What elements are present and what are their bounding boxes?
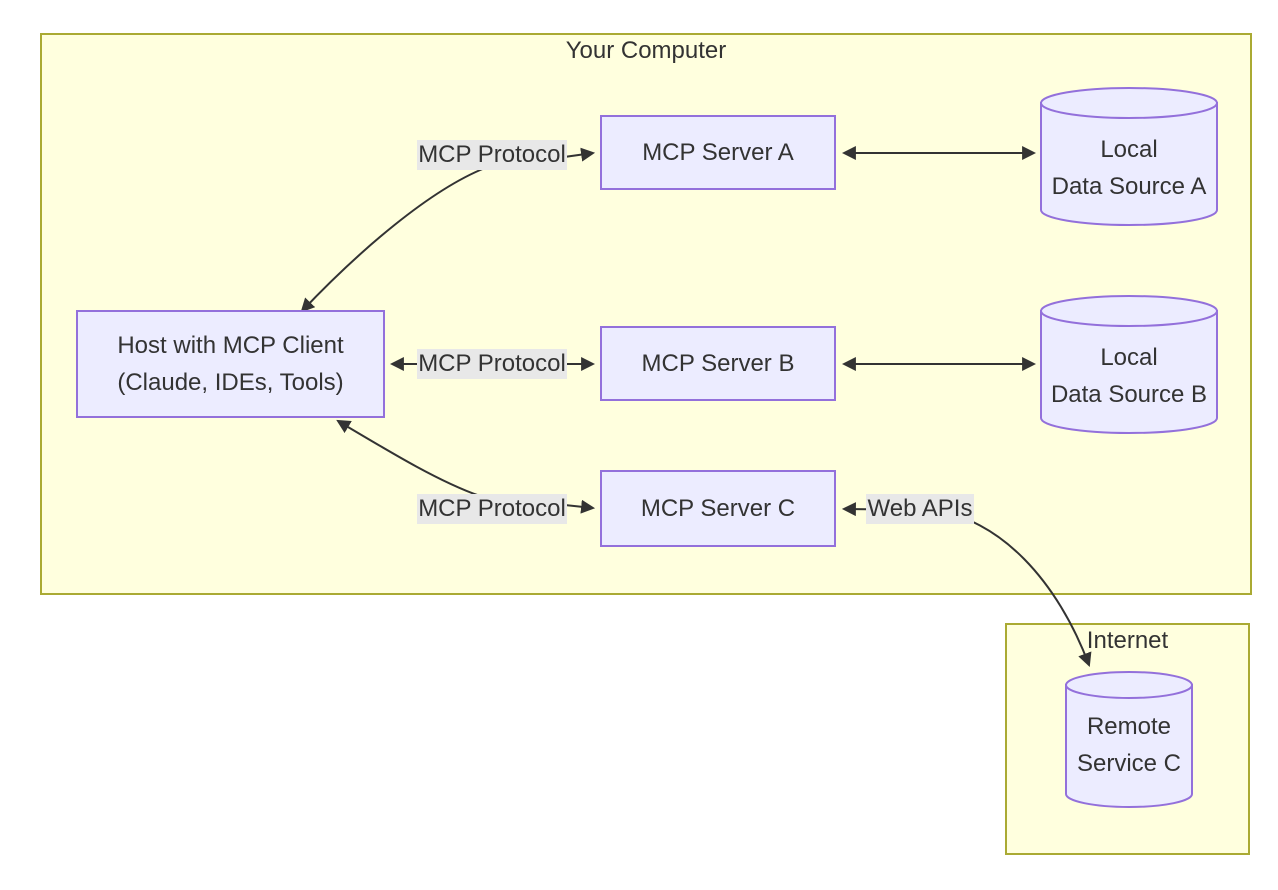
data-source-b-line1: Local	[1100, 343, 1158, 371]
cylinder-body	[1040, 310, 1218, 434]
remote-service-c-line1: Remote	[1086, 713, 1172, 740]
cluster-title-your-computer: Your Computer	[565, 37, 727, 64]
edge-label-web-apis: Web APIs	[866, 494, 974, 524]
node-mcp-server-a: MCP Server A	[600, 115, 836, 190]
node-host-line2: (Claude, IDEs, Tools)	[117, 369, 344, 396]
data-source-a-line2: Data Source A	[1051, 172, 1207, 200]
edge-label-mcp-protocol-c: MCP Protocol	[417, 494, 567, 524]
cluster-title-internet: Internet	[1086, 627, 1169, 654]
cylinder-remote-service-c	[1065, 671, 1193, 808]
node-mcp-server-c: MCP Server C	[600, 470, 836, 547]
cylinder-data-source-a	[1040, 87, 1218, 226]
node-remote-service-c: Remote Service C	[1066, 700, 1192, 790]
node-host-line1: Host with MCP Client	[117, 332, 344, 359]
edge-host-server-a	[300, 147, 596, 313]
cylinder-top	[1065, 671, 1193, 699]
data-source-a-line1: Local	[1100, 135, 1158, 163]
remote-service-c-line2: Service C	[1076, 750, 1182, 777]
node-mcp-server-b: MCP Server B	[600, 326, 836, 401]
node-mcp-server-b-label: MCP Server B	[641, 350, 795, 377]
cylinder-top	[1040, 87, 1218, 119]
edge-label-mcp-protocol-b: MCP Protocol	[417, 349, 567, 379]
data-source-b-line2: Data Source B	[1050, 380, 1208, 408]
node-mcp-server-c-label: MCP Server C	[640, 495, 796, 522]
node-local-data-source-a: Local Data Source A	[1041, 120, 1217, 215]
node-host-with-mcp-client: Host with MCP Client (Claude, IDEs, Tool…	[76, 310, 385, 418]
edge-label-mcp-protocol-a: MCP Protocol	[417, 140, 567, 170]
cylinder-body	[1040, 102, 1218, 226]
node-mcp-server-a-label: MCP Server A	[642, 139, 794, 166]
cylinder-data-source-b	[1040, 295, 1218, 434]
cylinder-body	[1065, 684, 1193, 808]
edge-host-server-c	[336, 419, 596, 514]
node-local-data-source-b: Local Data Source B	[1041, 328, 1217, 423]
cylinder-top	[1040, 295, 1218, 327]
